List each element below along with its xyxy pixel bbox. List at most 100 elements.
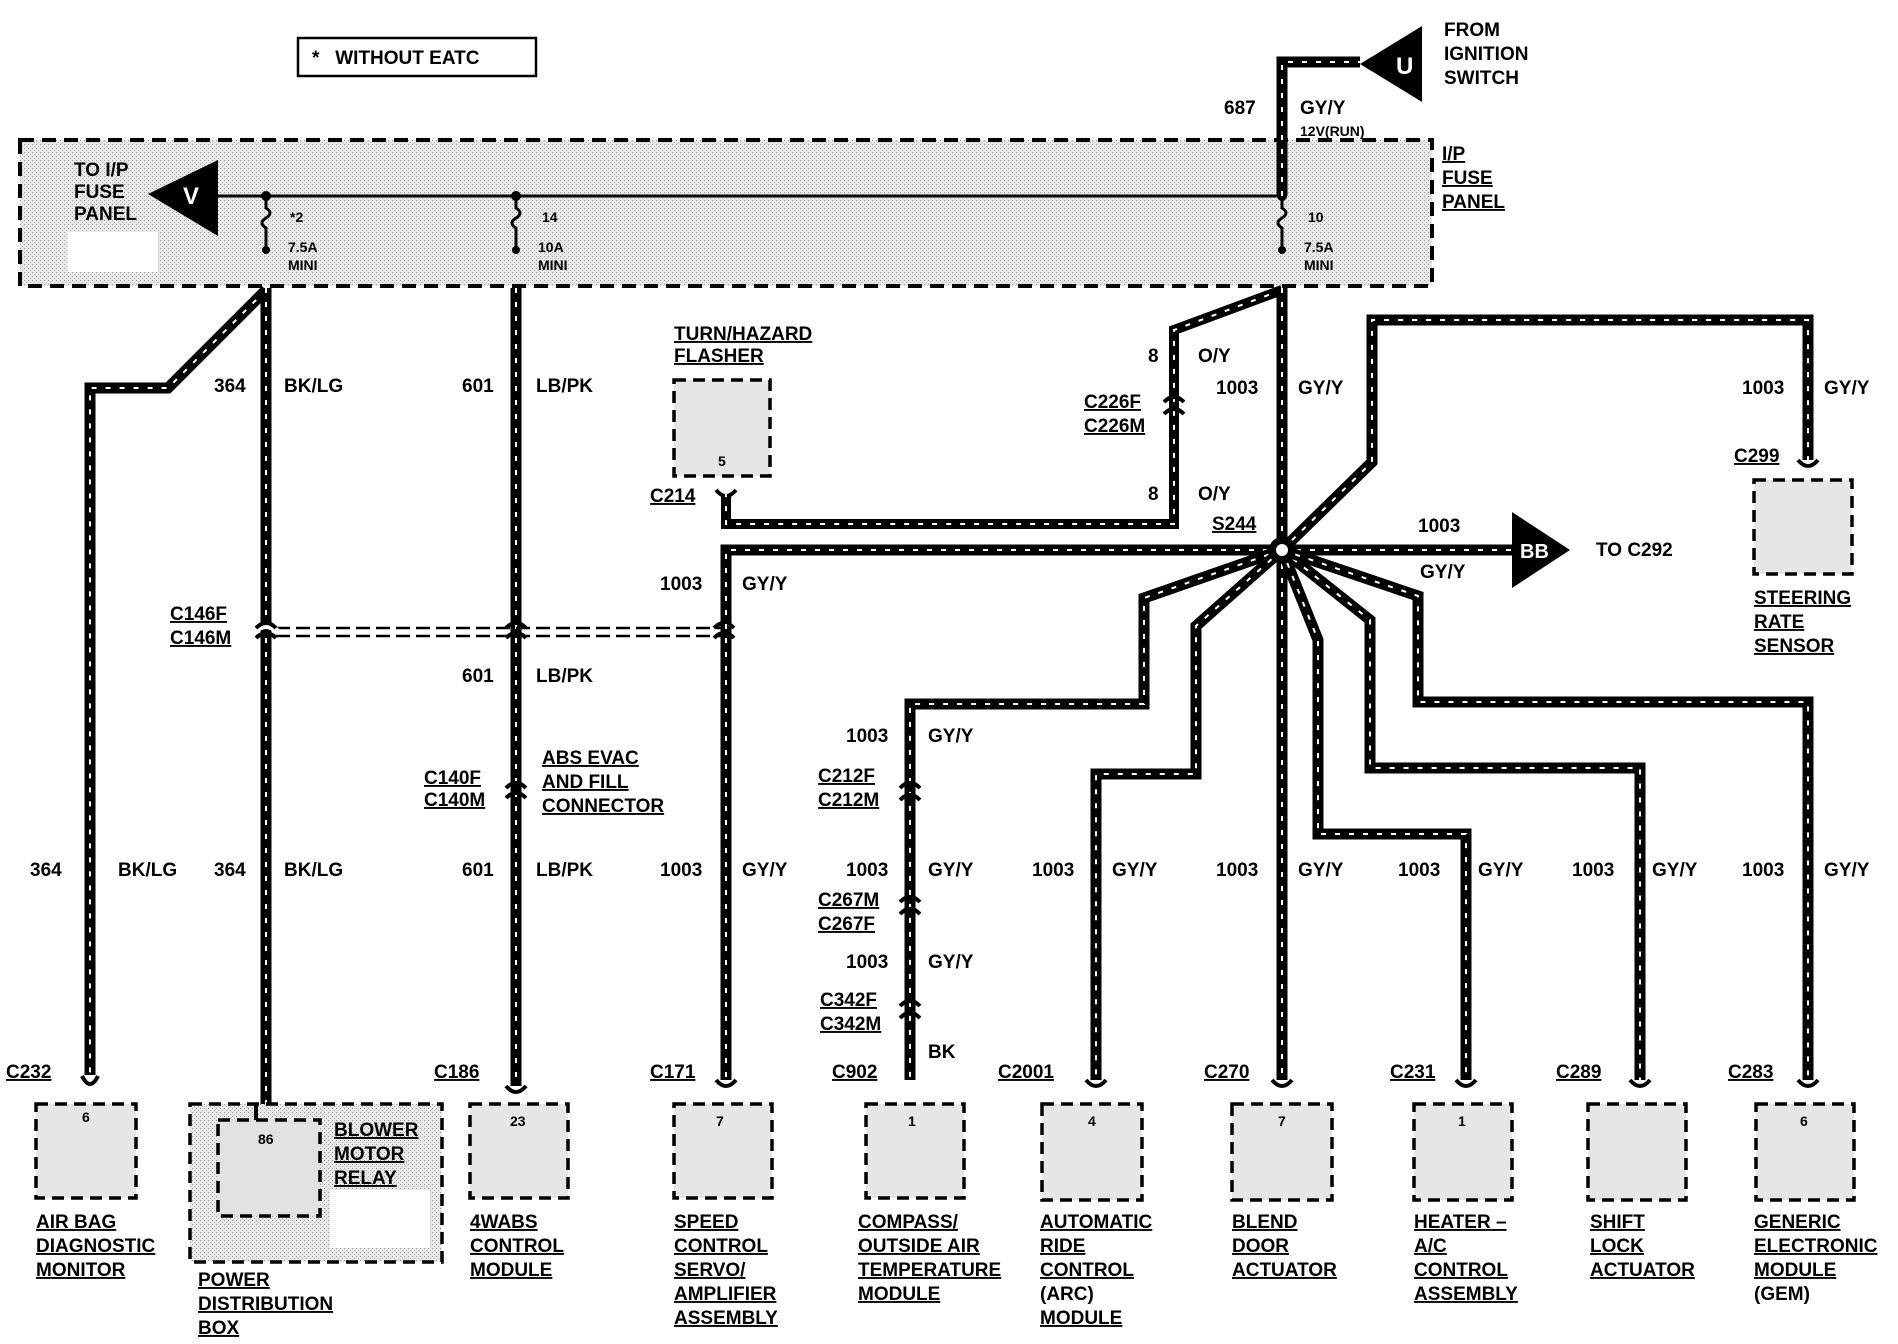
svg-text:C342F: C342F [820, 990, 877, 1011]
svg-text:AIR BAG: AIR BAG [36, 1212, 116, 1233]
svg-text:12V(RUN): 12V(RUN) [1300, 123, 1365, 139]
svg-text:86: 86 [258, 1131, 274, 1147]
svg-text:DISTRIBUTION: DISTRIBUTION [198, 1294, 333, 1315]
to-fuse-panel-letter: V [183, 183, 199, 210]
svg-text:C146M: C146M [170, 628, 231, 649]
svg-text:MINI: MINI [288, 257, 318, 273]
svg-text:MODULE: MODULE [470, 1260, 552, 1281]
svg-text:GY/Y: GY/Y [1112, 860, 1158, 881]
svg-text:AND FILL: AND FILL [542, 772, 629, 793]
svg-text:C283: C283 [1728, 1062, 1773, 1083]
svg-text:RATE: RATE [1754, 612, 1804, 633]
ip-fuse-panel: I/P FUSE PANEL TO I/P FUSE PANEL V *2 7.… [18, 138, 1505, 288]
svg-text:1003: 1003 [660, 860, 702, 881]
svg-text:BLOWER: BLOWER [334, 1120, 419, 1141]
to-fuse-panel-3: PANEL [74, 204, 137, 225]
svg-text:601: 601 [462, 376, 494, 397]
svg-text:ABS EVAC: ABS EVAC [542, 748, 639, 769]
svg-text:RIDE: RIDE [1040, 1236, 1085, 1257]
fuse-panel-label-1: I/P [1442, 144, 1466, 165]
svg-text:1003: 1003 [846, 952, 888, 973]
svg-text:C140M: C140M [424, 790, 485, 811]
svg-text:GY/Y: GY/Y [1478, 860, 1524, 881]
svg-text:C226M: C226M [1084, 416, 1145, 437]
svg-text:TO C292: TO C292 [1596, 540, 1673, 561]
svg-text:1: 1 [1458, 1113, 1466, 1129]
svg-text:GY/Y: GY/Y [1824, 378, 1870, 399]
svg-text:BK: BK [928, 1042, 956, 1063]
component-shift-lock: C289 SHIFT LOCK ACTUATOR [1556, 1062, 1695, 1281]
svg-text:GY/Y: GY/Y [1298, 378, 1344, 399]
component-speed-control: C171 7 SPEED CONTROL SERVO/ AMPLIFIER AS… [650, 1062, 778, 1329]
component-power-distribution: 86 BLOWER MOTOR RELAY POWER DISTRIBUTION… [188, 1102, 444, 1339]
svg-text:FROM: FROM [1444, 20, 1500, 41]
svg-text:HEATER –: HEATER – [1414, 1212, 1507, 1233]
svg-text:364: 364 [214, 860, 246, 881]
svg-text:4: 4 [1088, 1113, 1096, 1129]
svg-text:C2001: C2001 [998, 1062, 1054, 1083]
svg-text:LOCK: LOCK [1590, 1236, 1644, 1257]
legend-text: * WITHOUT EATC [312, 48, 480, 69]
svg-text:C212M: C212M [818, 790, 879, 811]
svg-text:S244: S244 [1212, 514, 1257, 535]
svg-text:O/Y: O/Y [1198, 484, 1231, 505]
fuse-panel-label-2: FUSE [1442, 168, 1493, 189]
svg-text:1003: 1003 [846, 860, 888, 881]
svg-text:BOX: BOX [198, 1318, 240, 1339]
svg-text:FLASHER: FLASHER [674, 346, 764, 367]
svg-text:C186: C186 [434, 1062, 479, 1083]
svg-text:IGNITION: IGNITION [1444, 44, 1528, 65]
svg-text:7.5A: 7.5A [288, 239, 318, 255]
svg-text:A/C: A/C [1414, 1236, 1447, 1257]
svg-text:OUTSIDE AIR: OUTSIDE AIR [858, 1236, 980, 1257]
svg-text:1003: 1003 [1742, 378, 1784, 399]
svg-text:MODULE: MODULE [1040, 1308, 1122, 1329]
circuit-1003: 1003 GY/Y 1003 GY/Y C299 STEERING RATE S… [660, 288, 1870, 1088]
svg-text:LB/PK: LB/PK [536, 666, 593, 687]
svg-text:ACTUATOR: ACTUATOR [1232, 1260, 1337, 1281]
svg-text:6: 6 [82, 1109, 90, 1125]
svg-text:GY/Y: GY/Y [1420, 562, 1466, 583]
svg-text:MINI: MINI [1304, 257, 1334, 273]
component-4wabs: C186 23 4WABS CONTROL MODULE [434, 1062, 570, 1281]
svg-text:1003: 1003 [846, 726, 888, 747]
svg-text:LB/PK: LB/PK [536, 376, 593, 397]
svg-text:6: 6 [1800, 1113, 1808, 1129]
svg-text:SHIFT: SHIFT [1590, 1212, 1645, 1233]
svg-text:CONTROL: CONTROL [1414, 1260, 1508, 1281]
svg-text:MODULE: MODULE [1754, 1260, 1836, 1281]
svg-text:C270: C270 [1204, 1062, 1249, 1083]
svg-text:687: 687 [1224, 98, 1256, 119]
svg-text:C171: C171 [650, 1062, 696, 1083]
component-compass: C902 1 COMPASS/ OUTSIDE AIR TEMPERATURE … [832, 1062, 1001, 1305]
svg-text:C267F: C267F [818, 914, 875, 935]
svg-text:CONTROL: CONTROL [674, 1236, 768, 1257]
turn-hazard-flasher: TURN/HAZARD FLASHER 5 C214 [650, 324, 812, 507]
svg-text:BK/LG: BK/LG [284, 860, 343, 881]
svg-text:1003: 1003 [1398, 860, 1440, 881]
svg-text:1003: 1003 [660, 574, 702, 595]
svg-text:TURN/HAZARD: TURN/HAZARD [674, 324, 812, 345]
svg-text:4WABS: 4WABS [470, 1212, 538, 1233]
svg-text:1003: 1003 [1032, 860, 1074, 881]
svg-text:1003: 1003 [1742, 860, 1784, 881]
svg-text:RELAY: RELAY [334, 1168, 397, 1189]
fuse-panel-label-3: PANEL [1442, 192, 1505, 213]
ignition-source: U FROM IGNITION SWITCH 687 GY/Y 12V(RUN) [1224, 20, 1528, 196]
svg-text:BK/LG: BK/LG [118, 860, 177, 881]
svg-text:10: 10 [1308, 209, 1324, 225]
circuit-8: 8 O/Y 8 O/Y C226F C226M [721, 285, 1284, 529]
svg-text:GY/Y: GY/Y [928, 952, 974, 973]
svg-text:5: 5 [718, 453, 726, 469]
svg-text:GY/Y: GY/Y [1824, 860, 1870, 881]
svg-text:DOOR: DOOR [1232, 1236, 1289, 1257]
svg-text:SERVO/: SERVO/ [674, 1260, 746, 1281]
component-gem: C283 6 GENERIC ELECTRONIC MODULE (GEM) [1728, 1062, 1878, 1305]
svg-text:C299: C299 [1734, 446, 1779, 467]
to-fuse-panel-arrow [148, 160, 218, 236]
c146-connector: C146F C146M [170, 604, 736, 649]
legend-box: * WITHOUT EATC [296, 36, 538, 78]
svg-text:MOTOR: MOTOR [334, 1144, 405, 1165]
component-arc: C2001 4 AUTOMATIC RIDE CONTROL (ARC) MOD… [998, 1062, 1153, 1329]
